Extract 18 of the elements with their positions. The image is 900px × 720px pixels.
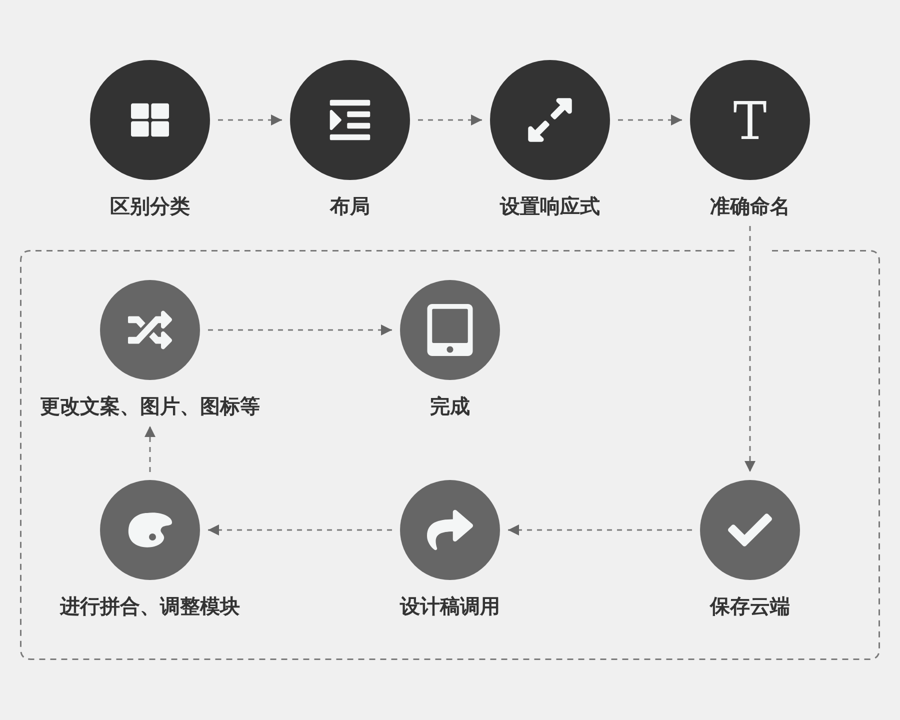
dashed-arrow bbox=[208, 324, 392, 336]
step-label: 保存云端 bbox=[710, 594, 790, 618]
dashed-arrow bbox=[144, 426, 156, 472]
step-label: 更改文案、图片、图标等 bbox=[40, 394, 260, 418]
dashed-arrow bbox=[744, 226, 756, 472]
dashed-arrow bbox=[218, 114, 282, 126]
step-label: 区别分类 bbox=[110, 194, 190, 218]
dashed-arrow bbox=[618, 114, 682, 126]
step-label: 设计稿调用 bbox=[400, 594, 500, 618]
step-label: 设置响应式 bbox=[500, 194, 600, 218]
dashed-arrow bbox=[208, 524, 392, 536]
step-label: 进行拼合、调整模块 bbox=[60, 594, 240, 618]
dashed-arrow bbox=[508, 524, 692, 536]
dashed-arrow bbox=[418, 114, 482, 126]
step-label: 完成 bbox=[430, 394, 470, 418]
step-label: 准确命名 bbox=[710, 194, 790, 218]
step-label: 布局 bbox=[330, 194, 370, 218]
dashed-frame bbox=[20, 250, 880, 660]
